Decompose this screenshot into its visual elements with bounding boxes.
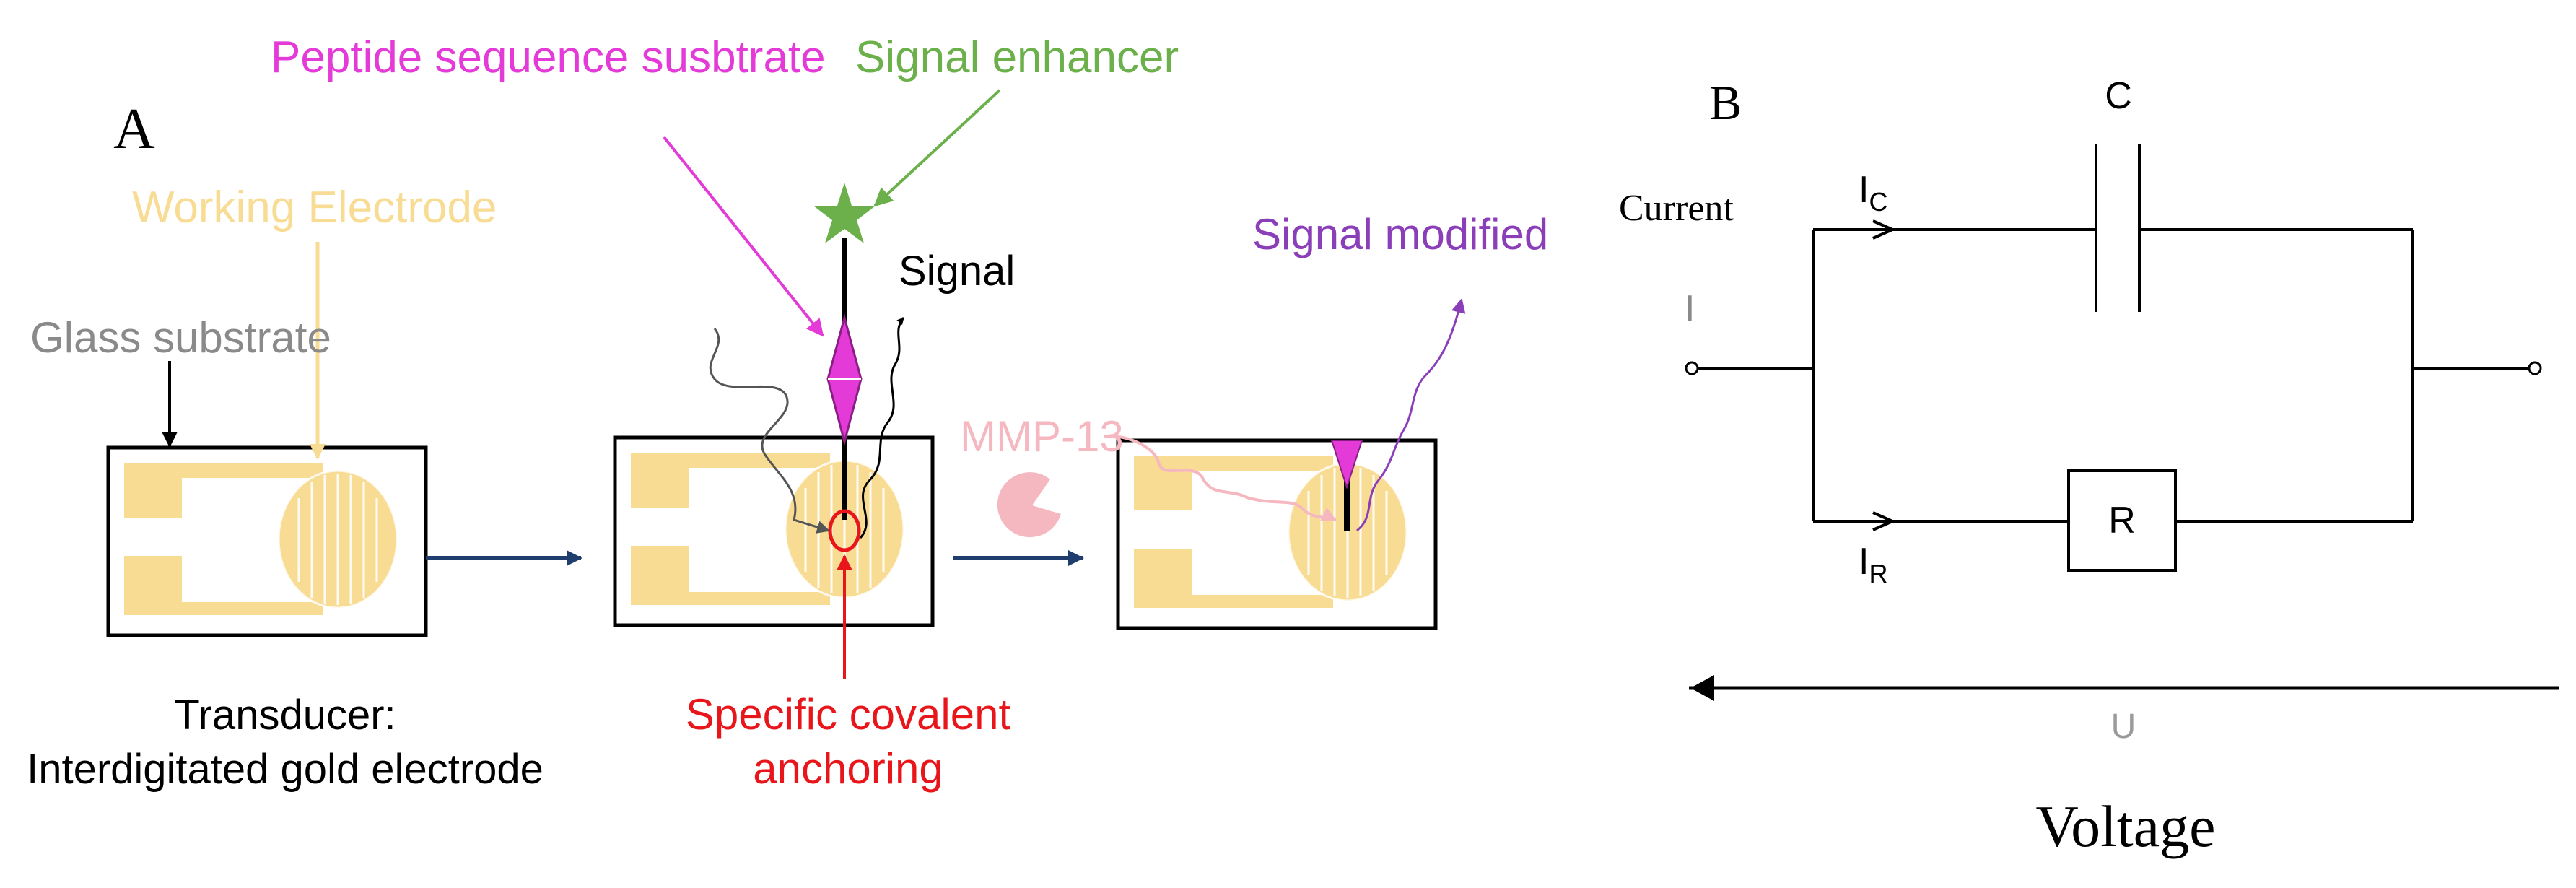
signal-modified-label: Signal modified: [1252, 210, 1548, 258]
signal-label: Signal: [899, 248, 1015, 295]
signal-enhancer-label: Signal enhancer: [855, 32, 1179, 82]
input-current-label: I: [1685, 288, 1695, 330]
panel-b-label: B: [1709, 75, 1742, 130]
outgoing-signal-wave: [859, 317, 905, 539]
mmp13-enzyme: [997, 472, 1061, 538]
mmp13-label: MMP-13: [960, 412, 1124, 461]
working-electrode-label: Working Electrode: [132, 183, 497, 232]
terminal-out: [2528, 361, 2542, 375]
ir-arrowhead: [1872, 511, 1896, 531]
anchoring-label-line2: anchoring: [753, 744, 943, 793]
resistor-label: R: [2108, 500, 2136, 541]
mmp13-path: [1104, 435, 1337, 521]
panel-a: A Working Electrode Glass substrate: [27, 32, 1548, 793]
anchoring-label-line1: Specific covalent: [686, 690, 1011, 739]
capacitor-label: C: [2105, 75, 2132, 117]
ic-label: IC: [1859, 169, 1887, 217]
modified-signal-wave: [1356, 298, 1466, 532]
voltage-symbol: U: [2111, 708, 2136, 746]
anchoring-circle: [828, 509, 861, 552]
signal-enhancer-arrow: [873, 89, 1001, 207]
electrode-1: [108, 448, 426, 635]
panel-b: B Current C IC I R IR: [1619, 75, 2559, 859]
cleaved-peptide: [1330, 440, 1363, 490]
peptide-label: Peptide sequence susbtrate: [271, 32, 826, 82]
ic-arrowhead: [1872, 219, 1896, 240]
ir-label: IR: [1859, 541, 1887, 588]
terminal-in: [1685, 361, 1699, 375]
voltage-label: Voltage: [2035, 793, 2215, 859]
peptide-arrow: [663, 136, 824, 337]
incoming-signal-wave: [709, 328, 830, 534]
glass-substrate-label: Glass substrate: [30, 313, 331, 362]
signal-enhancer-star: [813, 183, 876, 243]
panel-a-label: A: [113, 97, 155, 161]
resistor: [2067, 469, 2177, 572]
transducer-label-line2: Interdigitated gold electrode: [27, 746, 543, 793]
transducer-label-line1: Transducer:: [174, 692, 396, 739]
voltage-arrowhead: [1690, 675, 1714, 701]
current-label: Current: [1619, 188, 1734, 229]
